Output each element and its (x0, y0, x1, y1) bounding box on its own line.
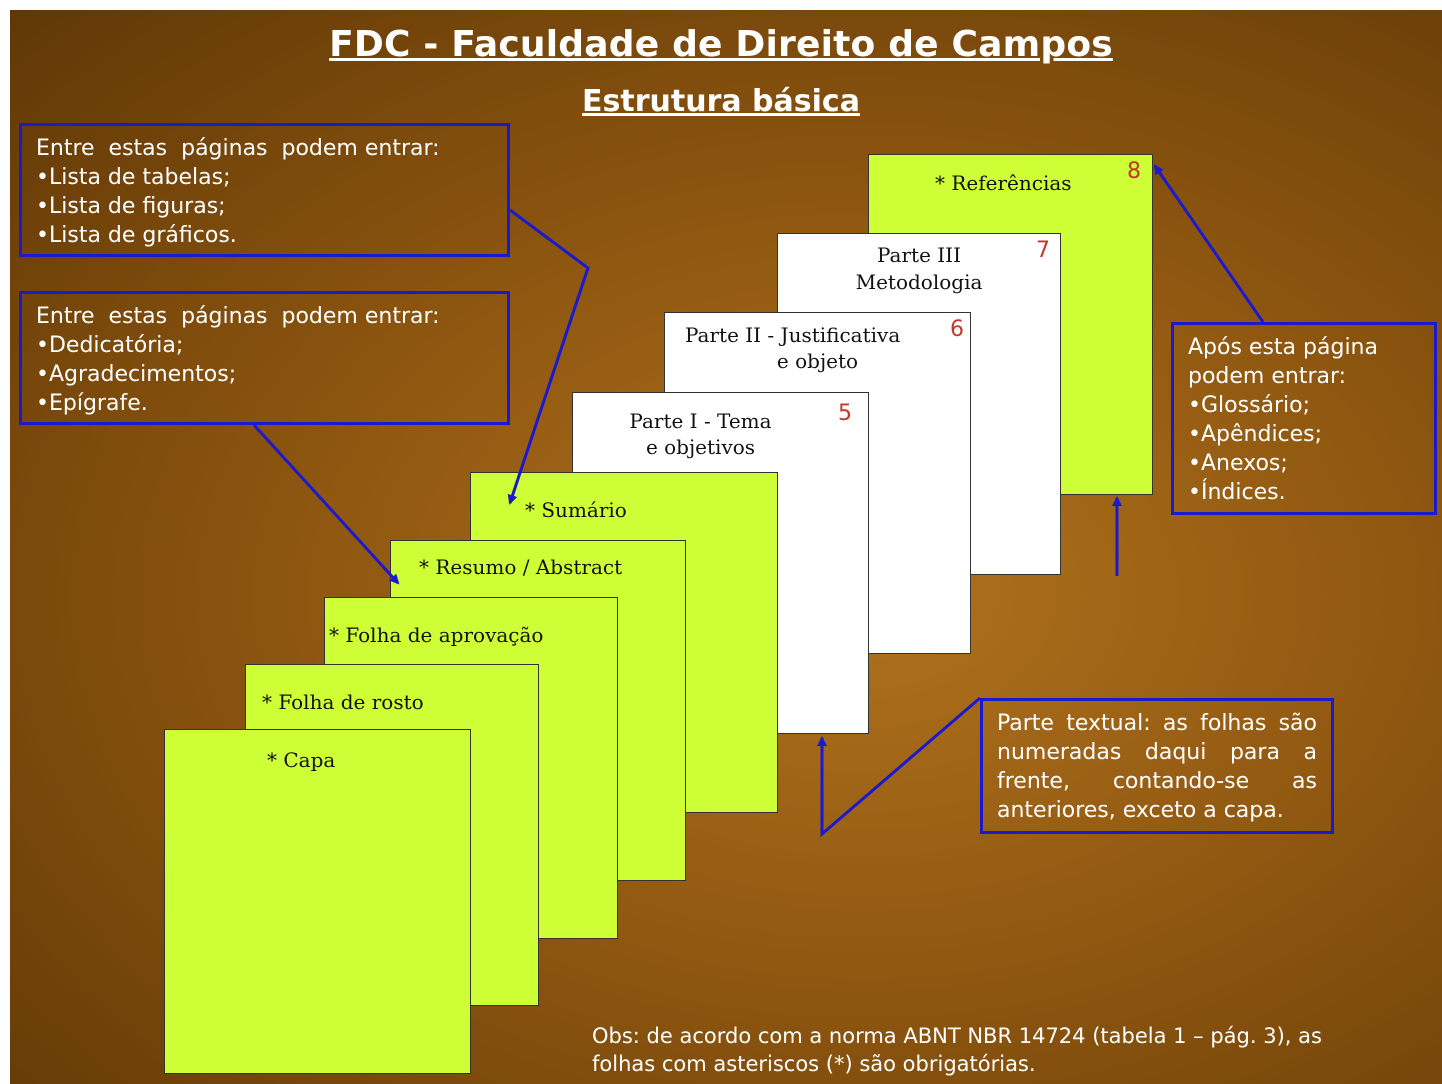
callout-apos-referencias: Após esta página podem entrar: Glossário… (1171, 322, 1437, 515)
list-item: Anexos; (1188, 449, 1420, 478)
top-frame-line (0, 0, 1442, 10)
callout-listas-list: Lista de tabelas; Lista de figuras; List… (36, 163, 493, 250)
slide-subtitle: Estrutura básica (582, 84, 860, 119)
list-item: Dedicatória; (36, 331, 493, 360)
callout-parte-textual: Parte textual: as folhas são numeradas d… (980, 698, 1334, 834)
obs-note: Obs: de acordo com a norma ABNT NBR 1472… (592, 1022, 1437, 1078)
page-parte1-number: 5 (838, 401, 852, 426)
list-item: Glossário; (1188, 391, 1420, 420)
callout-dedicatoria-list: Dedicatória; Agradecimentos; Epígrafe. (36, 331, 493, 418)
callout-dedicatoria-heading: Entre estas páginas podem entrar: (36, 304, 440, 329)
callout-listas-heading: Entre estas páginas podem entrar: (36, 136, 440, 161)
page-parte2-line2: e objeto (776, 349, 859, 373)
list-item: Agradecimentos; (36, 360, 493, 389)
page-parte3-line2: Metodologia (855, 270, 983, 294)
arrow-apos-to-referencias (1153, 164, 1265, 323)
page-capa: * Capa (164, 729, 471, 1074)
callout-listas: Entre estas páginas podem entrar: Lista … (19, 123, 510, 257)
page-folha-aprovacao-label: * Folha de aprovação (329, 623, 544, 647)
list-item: Lista de figuras; (36, 192, 493, 221)
callout-apos-heading-1: Após esta página (1188, 335, 1378, 360)
arrow-textual-to-parte1 (817, 696, 981, 838)
page-resumo-label: * Resumo / Abstract (419, 555, 623, 579)
arrow-listas-to-sumario (507, 208, 590, 505)
list-item: Lista de tabelas; (36, 163, 493, 192)
callout-apos-heading-2: podem entrar: (1188, 364, 1347, 389)
list-item: Lista de gráficos. (36, 221, 493, 250)
list-item: Epígrafe. (36, 389, 493, 418)
page-folha-rosto-label: * Folha de rosto (262, 690, 424, 714)
obs-line-1: Obs: de acordo com a norma ABNT NBR 1472… (592, 1024, 1322, 1048)
list-item: Apêndices; (1188, 420, 1420, 449)
page-referencias-label: * Referências (935, 171, 1072, 195)
slide-title: FDC - Faculdade de Direito de Campos (329, 24, 1113, 65)
page-parte3-number: 7 (1036, 238, 1050, 263)
callout-dedicatoria: Entre estas páginas podem entrar: Dedica… (19, 291, 510, 425)
page-capa-label: * Capa (267, 748, 336, 772)
obs-line-2: folhas com asteriscos (*) são obrigatóri… (592, 1052, 1036, 1076)
callout-parte-textual-text: Parte textual: as folhas são numeradas d… (997, 711, 1317, 823)
page-referencias-number: 8 (1127, 159, 1141, 184)
left-frame-line (0, 0, 10, 1084)
page-parte2-line1: Parte II - Justificativa (685, 323, 901, 347)
arrow-dedicatoria-to-resumo (252, 423, 400, 585)
page-parte3-line1: Parte III (877, 243, 961, 267)
page-parte1-line1: Parte I - Tema (629, 409, 772, 433)
callout-apos-list: Glossário; Apêndices; Anexos; Índices. (1188, 391, 1420, 507)
page-parte2-number: 6 (950, 317, 964, 342)
page-parte1-line2: e objetivos (645, 435, 756, 459)
list-item: Índices. (1188, 478, 1420, 507)
page-sumario-label: * Sumário (525, 498, 627, 522)
